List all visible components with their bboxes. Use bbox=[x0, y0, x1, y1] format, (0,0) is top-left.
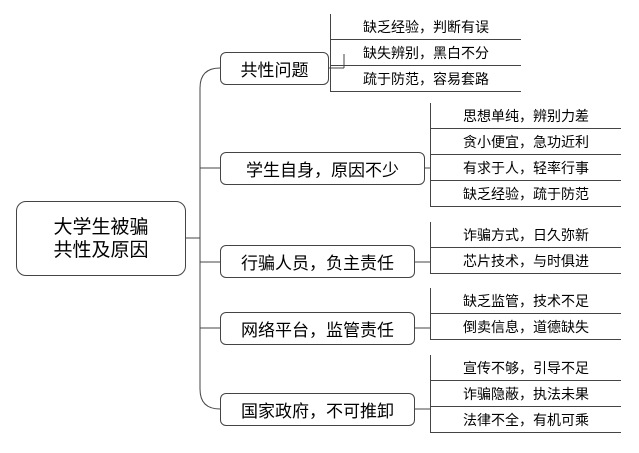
leaf-item: 法律不全，有机可乘 bbox=[430, 407, 621, 433]
leaf-label: 缺乏监管，技术不足 bbox=[463, 293, 589, 310]
leaf-item: 缺乏监管，技术不足 bbox=[430, 288, 621, 314]
branch-network-platform: 网络平台，监管责任 bbox=[220, 312, 415, 345]
branch-label: 共性问题 bbox=[240, 61, 309, 81]
leaf-label: 缺乏经验，疏于防范 bbox=[463, 186, 589, 203]
root-title-line1: 大学生被骗 bbox=[53, 215, 149, 238]
leaf-label: 诈骗隐蔽，执法未果 bbox=[463, 386, 589, 403]
leaf-label: 思想单纯，辨别力差 bbox=[463, 108, 589, 125]
branch-label: 国家政府，不可推卸 bbox=[241, 402, 394, 422]
branch-fraudsters: 行骗人员，负主责任 bbox=[220, 245, 415, 278]
leaf-item: 有求于人，轻率行事 bbox=[430, 155, 621, 181]
leaf-item: 倒卖信息，道德缺失 bbox=[430, 314, 621, 340]
leaf-label: 疏于防范，容易套路 bbox=[363, 71, 489, 88]
leaf-label: 倒卖信息，道德缺失 bbox=[463, 319, 589, 336]
leaf-label: 有求于人，轻率行事 bbox=[463, 160, 589, 177]
leaf-item: 疏于防范，容易套路 bbox=[330, 66, 521, 92]
leaf-item: 诈骗方式，日久弥新 bbox=[430, 222, 621, 248]
leaf-item: 思想单纯，辨别力差 bbox=[430, 103, 621, 129]
leaf-item: 缺失辨别，黑白不分 bbox=[330, 40, 521, 66]
leaf-item: 贪小便宜，急功近利 bbox=[430, 129, 621, 155]
leaf-label: 宣传不够，引导不足 bbox=[463, 360, 589, 377]
branch-common-problems: 共性问题 bbox=[220, 52, 329, 85]
leaf-label: 法律不全，有机可乘 bbox=[463, 412, 589, 429]
leaf-label: 缺乏经验，判断有误 bbox=[363, 19, 489, 36]
branch-label: 行骗人员，负主责任 bbox=[241, 254, 394, 274]
leaf-item: 诈骗隐蔽，执法未果 bbox=[430, 381, 621, 407]
branch-student-self: 学生自身，原因不少 bbox=[220, 152, 425, 185]
leaf-label: 芯片技术，与时俱进 bbox=[463, 253, 589, 270]
leaf-label: 诈骗方式，日久弥新 bbox=[463, 227, 589, 244]
leaf-item: 芯片技术，与时俱进 bbox=[430, 248, 621, 274]
leaf-item: 缺乏经验，疏于防范 bbox=[430, 181, 621, 207]
leaf-item: 缺乏经验，判断有误 bbox=[330, 14, 521, 40]
leaf-label: 缺失辨别，黑白不分 bbox=[363, 45, 489, 62]
leaf-item: 宣传不够，引导不足 bbox=[430, 355, 621, 381]
branch-government: 国家政府，不可推卸 bbox=[220, 393, 415, 426]
branch-label: 学生自身，原因不少 bbox=[246, 161, 399, 181]
root-node: 大学生被骗 共性及原因 bbox=[16, 201, 186, 276]
branch-label: 网络平台，监管责任 bbox=[241, 321, 394, 341]
leaf-label: 贪小便宜，急功近利 bbox=[463, 134, 589, 151]
root-title-line2: 共性及原因 bbox=[53, 238, 149, 261]
